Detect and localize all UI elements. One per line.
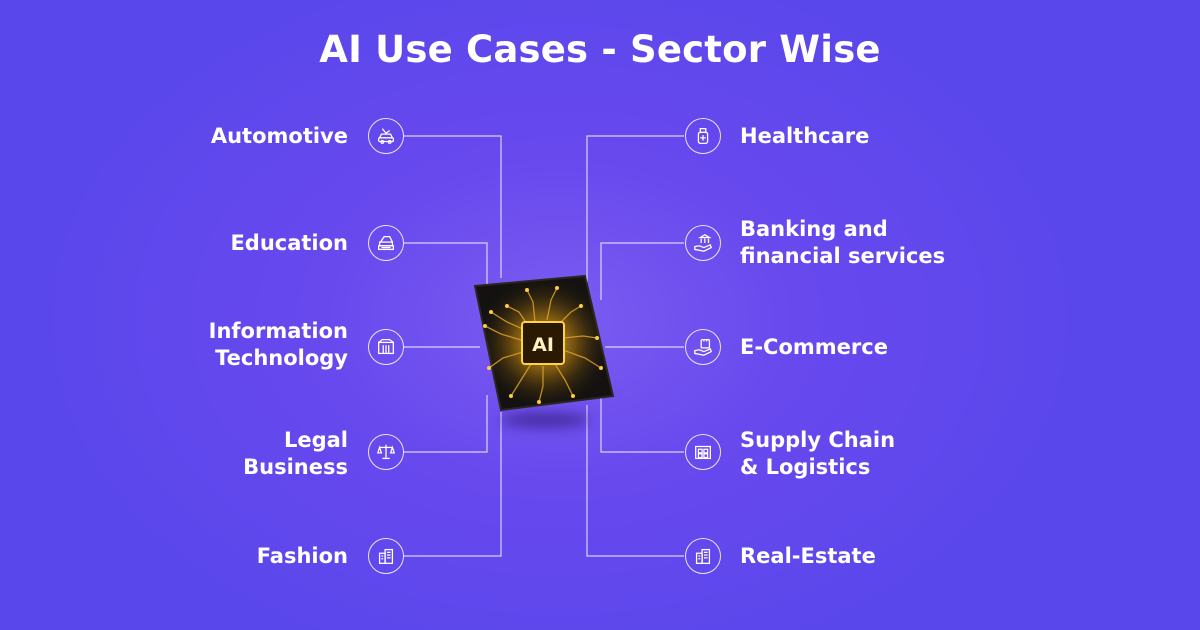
medical-bottle-icon [685, 118, 721, 154]
connector-real-estate [586, 405, 684, 557]
books-icon [368, 225, 404, 261]
buildings-icon [685, 538, 721, 574]
sector-label-healthcare: Healthcare [740, 124, 870, 148]
sector-label-fashion: Fashion [256, 544, 348, 568]
car-on-lift-icon [368, 118, 404, 154]
sector-label-supply-chain: Supply Chain & Logistics [740, 428, 896, 479]
sector-label-banking: Banking and financial services [740, 217, 946, 268]
warehouse-icon [685, 434, 721, 470]
connector-legal-business [404, 395, 488, 453]
page-title: AI Use Cases - Sector Wise [319, 28, 881, 71]
connector-fashion [404, 412, 502, 557]
connector-education [404, 242, 488, 295]
connector-banking [600, 242, 684, 300]
server-rack-icon [368, 329, 404, 365]
connector-healthcare [586, 135, 684, 282]
connector-automotive [404, 135, 502, 278]
sector-label-automotive: Automotive [210, 124, 348, 148]
shopping-hand-icon [685, 329, 721, 365]
ai-chip: AI [467, 272, 617, 422]
chip-shadow [500, 412, 590, 428]
bank-hand-icon [685, 225, 721, 261]
connector-supply-chain [600, 392, 684, 453]
buildings-icon [368, 538, 404, 574]
sector-label-education: Education [230, 231, 348, 255]
sector-label-real-estate: Real-Estate [740, 544, 876, 568]
sector-label-legal-business: Legal Business [243, 428, 348, 479]
sector-label-information-technology: Information Technology [208, 319, 348, 370]
sector-label-ecommerce: E-Commerce [740, 335, 888, 359]
chip-label: AI [532, 334, 554, 356]
scales-icon [368, 434, 404, 470]
